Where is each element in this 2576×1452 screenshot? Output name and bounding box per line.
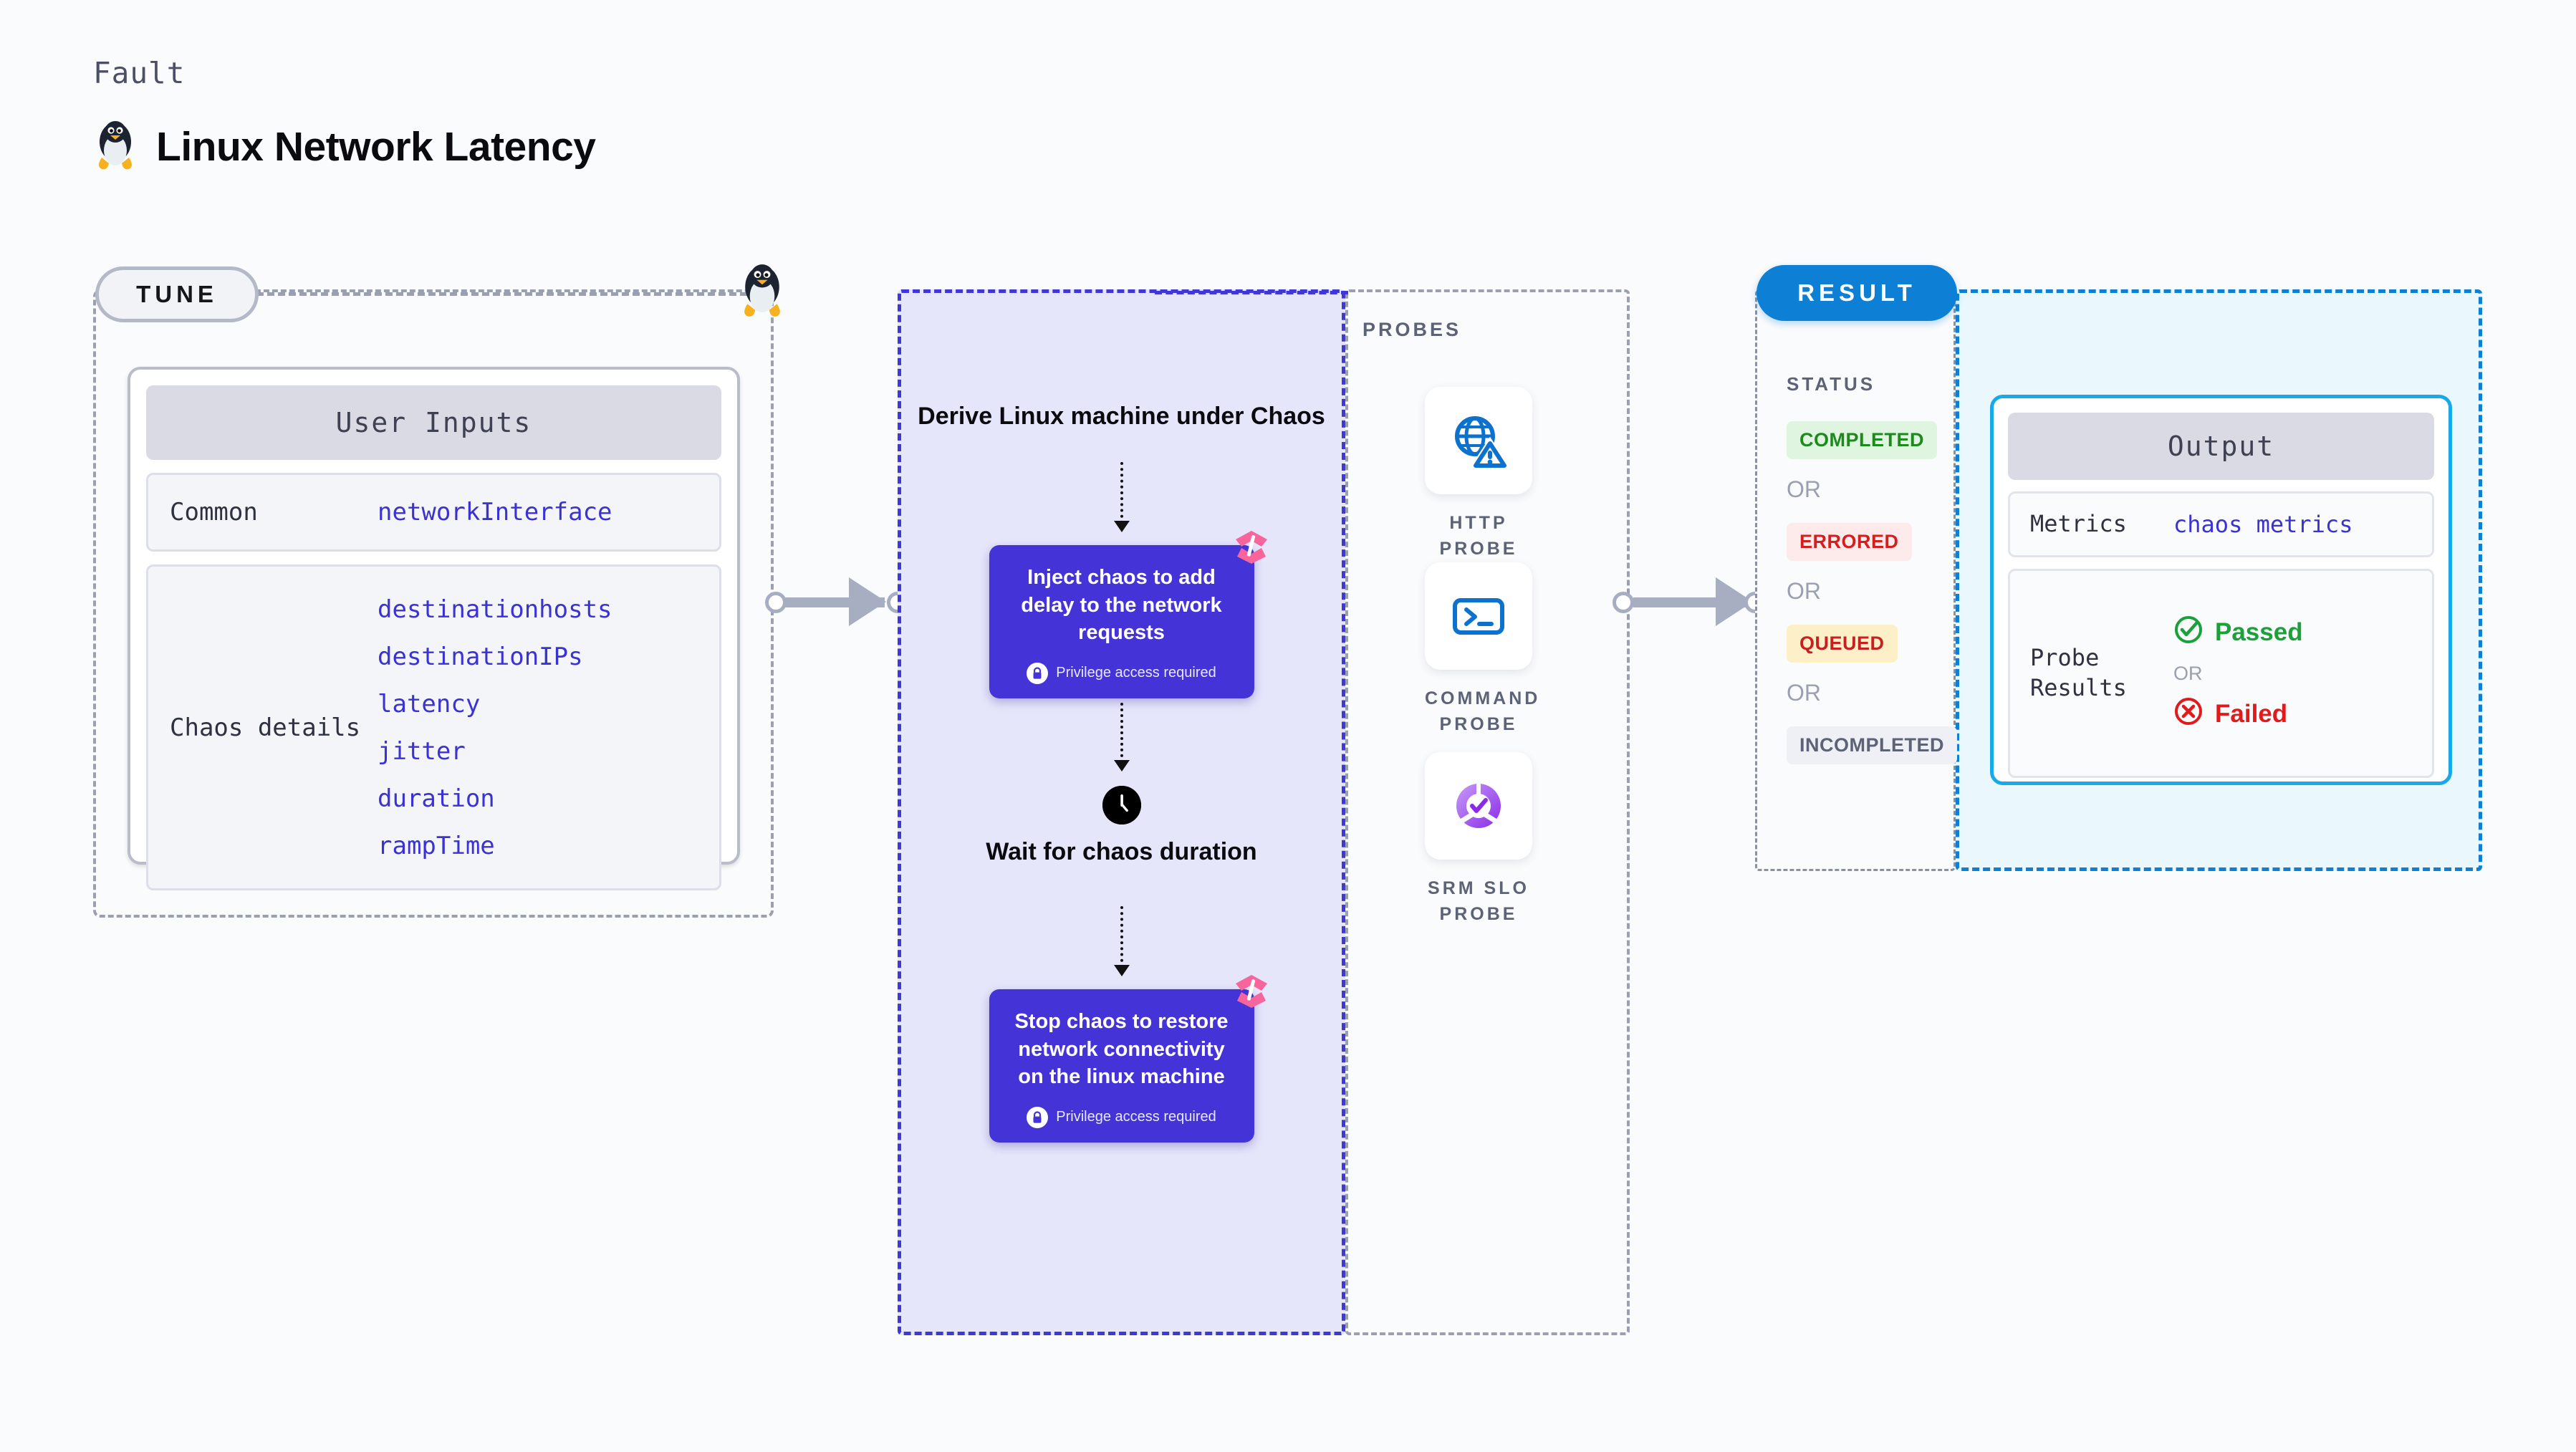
output-key: Metrics xyxy=(2030,510,2127,538)
input-value[interactable]: destinationIPs xyxy=(378,642,583,671)
privilege-note: Privilege access required xyxy=(1005,1106,1239,1128)
input-value[interactable]: jitter xyxy=(378,736,466,766)
input-value[interactable]: destinationhosts xyxy=(378,595,612,624)
tune-badge[interactable]: TUNE xyxy=(95,266,259,322)
user-inputs-card: User Inputs Common networkInterface Chao… xyxy=(128,367,740,890)
probes-label: PROBES xyxy=(1363,319,1462,340)
status-or: OR xyxy=(1787,578,1821,604)
flow-arrow xyxy=(1113,965,1130,976)
step-derive-label: Derive Linux machine under Chaos xyxy=(918,403,1325,430)
probe-http[interactable]: HTTP PROBE xyxy=(1425,387,1532,562)
status-or: OR xyxy=(1787,680,1821,706)
slo-donut-check-icon xyxy=(1425,752,1532,860)
output-value[interactable]: chaos metrics xyxy=(2173,511,2353,538)
status-badge-errored: ERRORED xyxy=(1787,523,1912,561)
globe-warning-icon xyxy=(1425,387,1532,494)
status-or: OR xyxy=(1787,476,1821,502)
output-card: Output Metrics chaos metrics Probe Resul… xyxy=(1990,395,2452,785)
status-badge-queued: QUEUED xyxy=(1787,625,1898,663)
status-badge-incompleted: INCOMPLETED xyxy=(1787,726,1958,764)
input-value[interactable]: rampTime xyxy=(378,831,495,860)
execution-dashed-connector xyxy=(1155,291,1348,294)
probe-result-failed: Failed xyxy=(2173,696,2303,733)
result-status-panel xyxy=(1755,289,1956,871)
input-value[interactable]: latency xyxy=(378,689,481,718)
flow-arrow xyxy=(1113,760,1130,771)
tune-dashed-connector xyxy=(256,292,758,296)
x-circle-icon xyxy=(2173,696,2203,733)
input-key: Chaos details xyxy=(170,713,361,742)
status-label: STATUS xyxy=(1787,373,1876,395)
output-row-probe-results: Probe Results Passed OR xyxy=(2008,569,2434,778)
harness-chaos-icon xyxy=(1233,972,1270,1013)
probe-label: HTTP PROBE xyxy=(1439,513,1518,559)
status-badge-completed: COMPLETED xyxy=(1787,421,1938,459)
step-stop-chaos-box[interactable]: Stop chaos to restore network connectivi… xyxy=(989,975,1267,1143)
linux-penguin-icon xyxy=(93,120,138,173)
result-badge[interactable]: RESULT xyxy=(1756,265,1957,321)
page-title-row: Linux Network Latency xyxy=(93,120,596,173)
step-inject-chaos-box[interactable]: Inject chaos to add delay to the network… xyxy=(989,531,1267,698)
privilege-note-text: Privilege access required xyxy=(1056,665,1216,681)
input-value[interactable]: networkInterface xyxy=(378,498,612,527)
flow-line xyxy=(1120,703,1123,763)
user-inputs-title: User Inputs xyxy=(146,385,721,460)
privilege-note-text: Privilege access required xyxy=(1056,1109,1216,1125)
probe-label: SRM SLO PROBE xyxy=(1428,878,1529,925)
output-title: Output xyxy=(2008,413,2434,480)
step-inject-label: Inject chaos to add delay to the network… xyxy=(1021,566,1222,645)
linux-penguin-icon xyxy=(738,264,787,324)
probe-result-passed: Passed xyxy=(2173,615,2303,651)
flow-line xyxy=(1120,906,1123,968)
page-eyebrow: Fault xyxy=(93,56,186,90)
flow-line xyxy=(1120,462,1123,524)
probe-result-or: OR xyxy=(2173,662,2203,684)
input-row-common: Common networkInterface xyxy=(146,473,721,552)
probe-srm-slo[interactable]: SRM SLO PROBE xyxy=(1425,752,1532,928)
terminal-icon xyxy=(1425,562,1532,670)
output-row-metrics: Metrics chaos metrics xyxy=(2008,491,2434,557)
flow-arrow xyxy=(1113,521,1130,532)
lock-icon xyxy=(1027,662,1049,684)
input-key: Common xyxy=(170,498,258,527)
output-key: Probe Results xyxy=(2030,644,2127,701)
harness-chaos-icon xyxy=(1233,528,1270,569)
page-title: Linux Network Latency xyxy=(156,124,596,170)
step-stop-label: Stop chaos to restore network connectivi… xyxy=(1014,1010,1229,1089)
probe-result-passed-label: Passed xyxy=(2215,618,2303,646)
probe-label: COMMAND PROBE xyxy=(1425,688,1541,735)
check-circle-icon xyxy=(2173,615,2203,651)
lock-icon xyxy=(1027,1106,1049,1128)
probe-result-failed-label: Failed xyxy=(2215,700,2288,728)
clock-icon xyxy=(1102,786,1141,824)
probe-command[interactable]: COMMAND PROBE xyxy=(1425,562,1541,738)
input-row-chaos-details: Chaos details destinationhosts destinati… xyxy=(146,564,721,890)
execution-panel: Derive Linux machine under Chaos Inject … xyxy=(898,289,1345,1335)
step-wait-label: Wait for chaos duration xyxy=(986,838,1257,865)
input-value[interactable]: duration xyxy=(378,784,495,813)
privilege-note: Privilege access required xyxy=(1005,662,1239,684)
